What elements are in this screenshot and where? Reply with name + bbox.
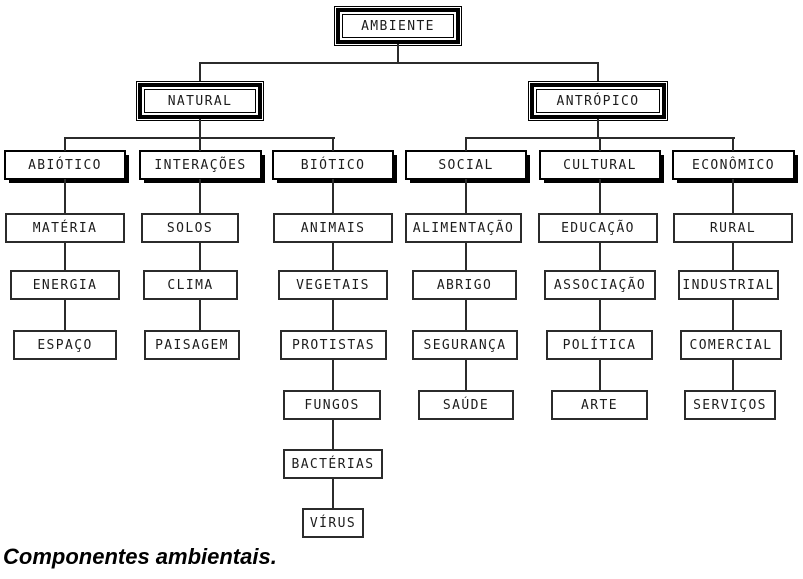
- connector-biotico-drop: [332, 137, 334, 151]
- connector-col5-3: [599, 299, 601, 331]
- connector-col5-2: [599, 242, 601, 271]
- node-politica: POLÍTICA: [546, 330, 653, 360]
- node-seguranca: SEGURANÇA: [412, 330, 518, 360]
- node-animais: ANIMAIS: [273, 213, 393, 243]
- node-bacterias: BACTÉRIAS: [283, 449, 383, 479]
- connector-ambiente-stub: [397, 44, 399, 63]
- connector-rail-top: [199, 62, 599, 64]
- node-fungos: FUNGOS: [283, 390, 381, 420]
- connector-col3-6: [332, 478, 334, 509]
- connector-economico-drop: [732, 137, 734, 151]
- connector-col4-2: [465, 242, 467, 271]
- connector-col6-4: [732, 359, 734, 391]
- node-ambiente-label: AMBIENTE: [342, 14, 454, 38]
- connector-col1-1: [64, 179, 66, 214]
- figure-caption: Componentes ambientais.: [3, 544, 277, 569]
- node-educacao: EDUCAÇÃO: [538, 213, 658, 243]
- node-abrigo: ABRIGO: [412, 270, 517, 300]
- node-natural-label: NATURAL: [144, 89, 256, 113]
- connector-col1-2: [64, 242, 66, 271]
- node-alimentacao: ALIMENTAÇÃO: [405, 213, 522, 243]
- node-arte: ARTE: [551, 390, 648, 420]
- node-abiotico: ABIÓTICO: [4, 150, 126, 180]
- node-industrial: INDUSTRIAL: [678, 270, 779, 300]
- node-virus: VÍRUS: [302, 508, 364, 538]
- node-antropico: ANTRÓPICO: [528, 81, 668, 121]
- connector-col6-2: [732, 242, 734, 271]
- node-vegetais: VEGETAIS: [278, 270, 388, 300]
- connector-antropico-drop: [597, 62, 599, 81]
- node-natural: NATURAL: [136, 81, 264, 121]
- node-social: SOCIAL: [405, 150, 527, 180]
- node-espaco: ESPAÇO: [13, 330, 117, 360]
- node-economico: ECONÔMICO: [672, 150, 795, 180]
- connector-col3-2: [332, 242, 334, 271]
- connector-col5-4: [599, 359, 601, 391]
- connector-col3-3: [332, 299, 334, 331]
- connector-col5-1: [599, 179, 601, 214]
- connector-col1-3: [64, 299, 66, 331]
- node-comercial: COMERCIAL: [680, 330, 782, 360]
- node-antropico-frame: ANTRÓPICO: [530, 83, 666, 119]
- connector-abiotico-drop: [64, 137, 66, 151]
- connector-natural-drop: [199, 62, 201, 81]
- node-interacoes: INTERAÇÕES: [139, 150, 262, 180]
- connector-col3-1: [332, 179, 334, 214]
- connector-col4-3: [465, 299, 467, 331]
- connector-interacoes-drop: [199, 137, 201, 151]
- node-materia: MATÉRIA: [5, 213, 125, 243]
- node-saude: SAÚDE: [418, 390, 514, 420]
- node-paisagem: PAISAGEM: [144, 330, 240, 360]
- connector-cultural-drop: [599, 137, 601, 151]
- connector-col3-5: [332, 419, 334, 450]
- node-cultural: CULTURAL: [539, 150, 661, 180]
- node-rural: RURAL: [673, 213, 793, 243]
- node-energia: ENERGIA: [10, 270, 120, 300]
- node-associacao: ASSOCIAÇÃO: [544, 270, 656, 300]
- connector-col2-3: [199, 299, 201, 331]
- node-ambiente-frame: AMBIENTE: [336, 8, 460, 44]
- node-servicos: SERVIÇOS: [684, 390, 776, 420]
- connector-col6-3: [732, 299, 734, 331]
- connector-col3-4: [332, 359, 334, 391]
- connector-natural-stub: [199, 119, 201, 138]
- node-ambiente: AMBIENTE: [334, 6, 462, 46]
- connector-col2-2: [199, 242, 201, 271]
- connector-col4-1: [465, 179, 467, 214]
- connector-col2-1: [199, 179, 201, 214]
- node-antropico-label: ANTRÓPICO: [536, 89, 660, 113]
- node-protistas: PROTISTAS: [280, 330, 387, 360]
- node-biotico: BIÓTICO: [272, 150, 394, 180]
- connector-col4-4: [465, 359, 467, 391]
- node-natural-frame: NATURAL: [138, 83, 262, 119]
- node-clima: CLIMA: [143, 270, 238, 300]
- connector-social-drop: [465, 137, 467, 151]
- node-solos: SOLOS: [141, 213, 239, 243]
- connector-col6-1: [732, 179, 734, 214]
- connector-antropico-stub: [597, 119, 599, 138]
